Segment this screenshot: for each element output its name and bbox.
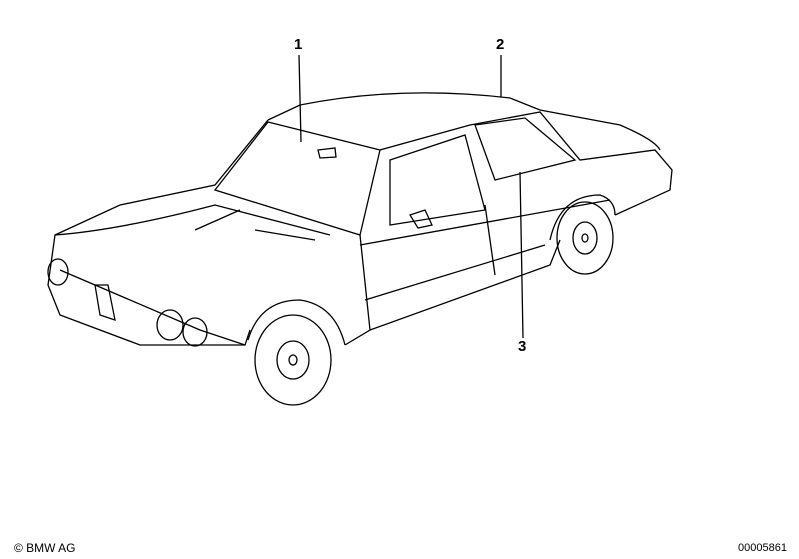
car-body bbox=[47, 92, 673, 406]
callout-2[interactable]: 2 bbox=[496, 36, 505, 53]
copyright-text: © BMW AG bbox=[14, 541, 76, 555]
leader-line-3 bbox=[519, 171, 524, 339]
callout-leaders bbox=[298, 54, 524, 339]
image-number: 00005861 bbox=[738, 542, 787, 554]
callout-3[interactable]: 3 bbox=[518, 338, 527, 355]
leader-line-1 bbox=[298, 54, 302, 143]
callout-1[interactable]: 1 bbox=[294, 36, 303, 53]
